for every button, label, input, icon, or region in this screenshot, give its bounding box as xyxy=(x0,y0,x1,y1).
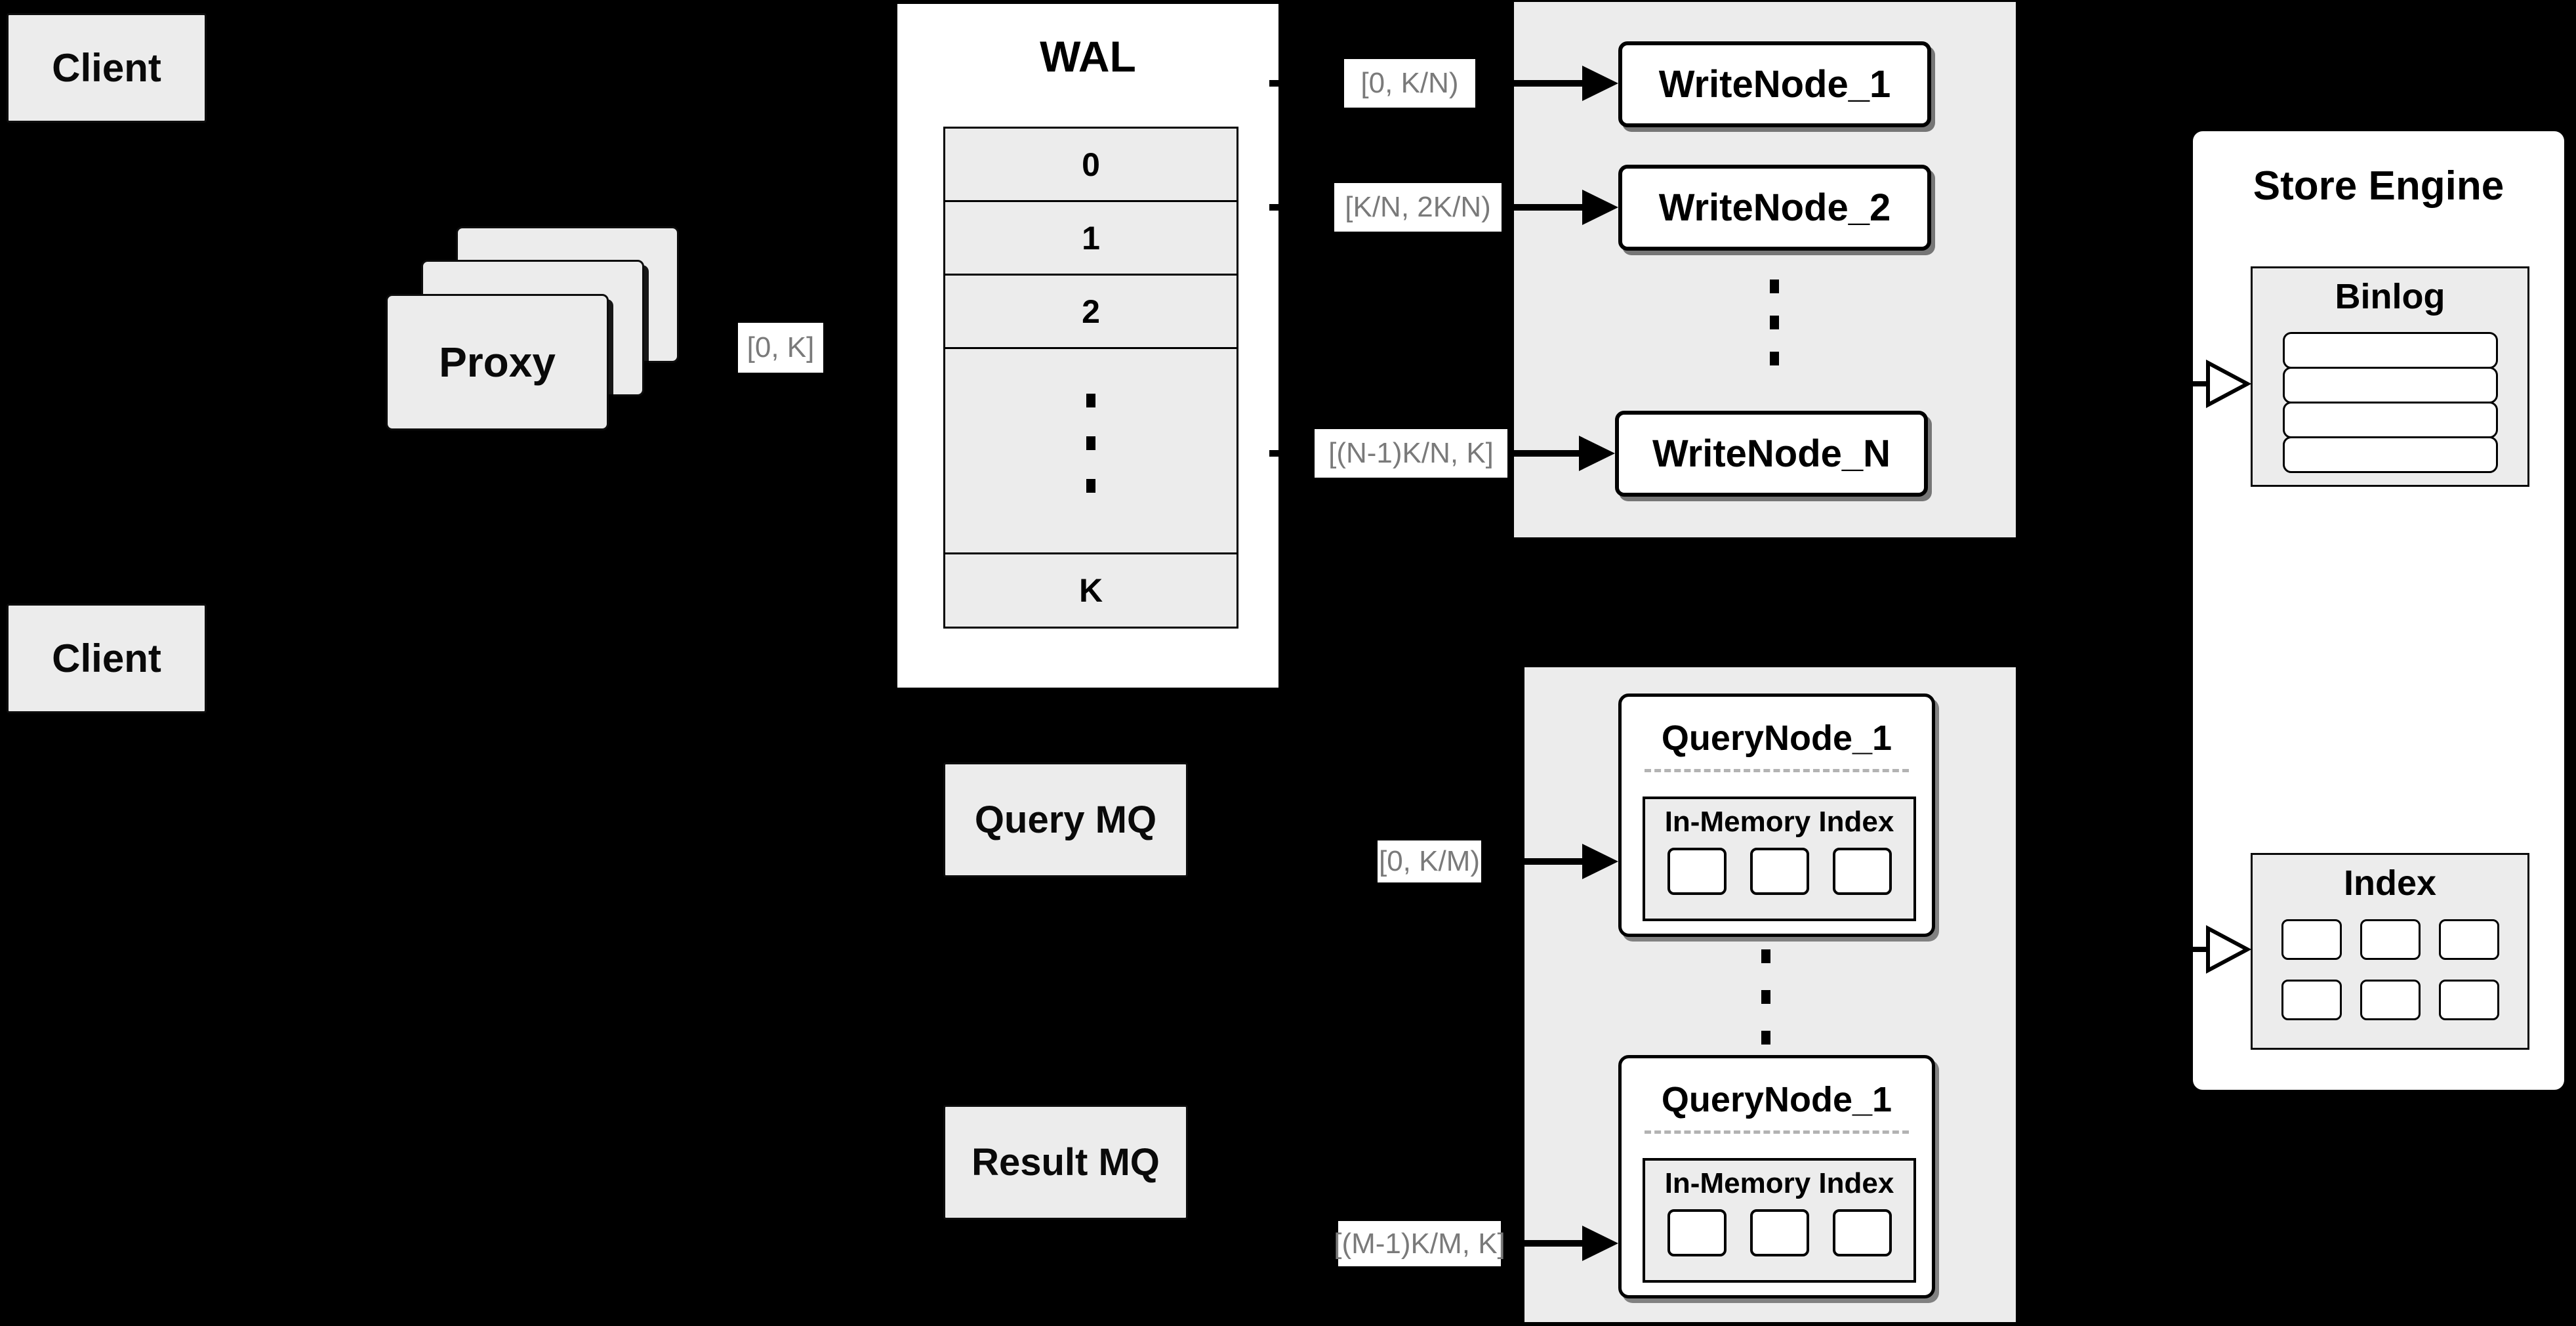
index-chip xyxy=(2281,919,2342,960)
write-node-2-label: WriteNode_2 xyxy=(1658,186,1891,229)
query-node-bottom: QueryNode_1 In-Memory Index xyxy=(1618,1055,1935,1298)
client-top-label: Client xyxy=(52,46,161,90)
wal-title: WAL xyxy=(1040,32,1136,81)
binlog-box: Binlog xyxy=(2251,266,2529,487)
wal-segment-row: 1 xyxy=(945,202,1237,276)
client-box-top: Client xyxy=(7,13,207,123)
range-label-write-node-n: [(N-1)K/N, K] xyxy=(1315,429,1507,478)
index-chip xyxy=(2360,980,2421,1020)
write-node-n: WriteNode_N xyxy=(1615,411,1928,497)
range-label-write-node-1: [0, K/N) xyxy=(1344,59,1475,108)
ellipsis-dot xyxy=(1770,280,1779,293)
ellipsis-dot xyxy=(1086,479,1095,493)
ellipsis-dot xyxy=(1761,1031,1770,1045)
proxy-label: Proxy xyxy=(439,339,556,386)
result-mq-label: Result MQ xyxy=(971,1141,1160,1184)
write-node-1: WriteNode_1 xyxy=(1618,41,1931,127)
wal-box: WAL 0 1 2 K xyxy=(895,2,1280,690)
segment-chip xyxy=(1667,848,1727,895)
binlog-bar xyxy=(2282,436,2498,473)
store-engine-box: Store Engine Binlog Index xyxy=(2191,129,2566,1092)
ellipsis-dot xyxy=(1086,436,1095,450)
range-label-query-node-first: [0, K/M) xyxy=(1378,840,1481,882)
ellipsis-dot xyxy=(1086,394,1095,407)
store-engine-title: Store Engine xyxy=(2253,163,2504,209)
wal-segment-table: 0 1 2 K xyxy=(943,127,1238,629)
ellipsis-dot xyxy=(1761,949,1770,963)
index-chip xyxy=(2438,980,2499,1020)
client-box-bottom: Client xyxy=(7,604,207,713)
write-node-n-label: WriteNode_N xyxy=(1652,432,1891,475)
wal-segment-row: 0 xyxy=(945,129,1237,202)
in-memory-index-bottom: In-Memory Index xyxy=(1643,1158,1916,1283)
query-node-bottom-title: QueryNode_1 xyxy=(1661,1080,1892,1119)
binlog-bar xyxy=(2282,367,2498,404)
result-mq-box: Result MQ xyxy=(943,1105,1188,1220)
ellipsis-dot xyxy=(1761,990,1770,1004)
in-memory-index-top: In-Memory Index xyxy=(1643,797,1916,921)
segment-chip xyxy=(1749,848,1809,895)
segment-chip xyxy=(1749,1209,1809,1256)
query-node-top-title: QueryNode_1 xyxy=(1661,718,1892,758)
wal-ellipsis-row xyxy=(945,349,1237,554)
query-node-top: QueryNode_1 In-Memory Index xyxy=(1618,694,1935,937)
range-label-write-node-2: [K/N, 2K/N) xyxy=(1334,183,1502,232)
in-memory-index-bottom-title: In-Memory Index xyxy=(1664,1167,1894,1199)
ellipsis-dot xyxy=(1770,352,1779,365)
client-bottom-label: Client xyxy=(52,636,161,680)
index-chip xyxy=(2360,919,2421,960)
write-node-2: WriteNode_2 xyxy=(1618,165,1931,251)
segment-chip xyxy=(1832,1209,1892,1256)
index-title: Index xyxy=(2343,863,2437,903)
range-label-proxy-wal: [0, K] xyxy=(738,323,823,373)
dashed-separator xyxy=(1645,1130,1909,1134)
write-node-1-label: WriteNode_1 xyxy=(1658,63,1891,106)
wal-segment-row: 2 xyxy=(945,276,1237,349)
in-memory-index-top-title: In-Memory Index xyxy=(1664,806,1894,838)
range-label-query-node-last: [(M-1)K/M, K] xyxy=(1334,1221,1505,1266)
dashed-separator xyxy=(1645,769,1909,772)
binlog-title: Binlog xyxy=(2335,277,2445,316)
binlog-bar xyxy=(2282,332,2498,369)
index-chip xyxy=(2281,980,2342,1020)
binlog-bar xyxy=(2282,402,2498,438)
query-mq-label: Query MQ xyxy=(974,798,1157,841)
segment-chip xyxy=(1832,848,1892,895)
index-box: Index xyxy=(2251,853,2529,1050)
wal-segment-row-k: K xyxy=(945,554,1237,627)
query-mq-box: Query MQ xyxy=(943,762,1188,877)
index-chip xyxy=(2438,919,2499,960)
proxy-box: Proxy xyxy=(386,294,609,430)
segment-chip xyxy=(1667,1209,1727,1256)
ellipsis-dot xyxy=(1770,316,1779,329)
